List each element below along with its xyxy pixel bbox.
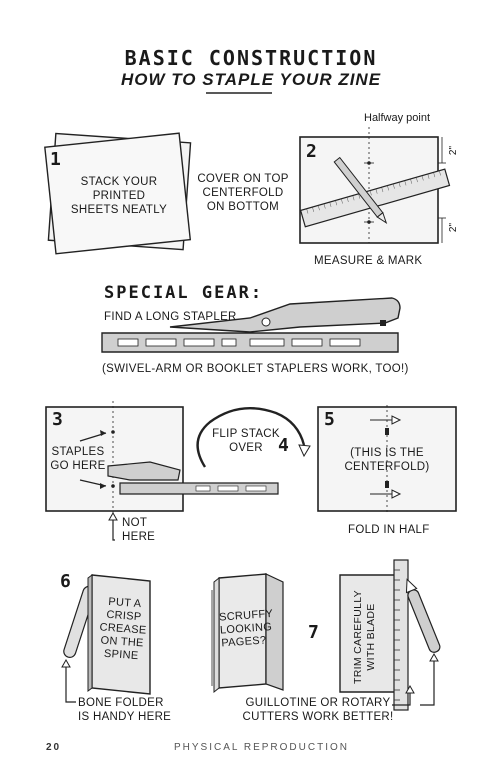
stapler-note: (SWIVEL-ARM OR BOOKLET STAPLERS WORK, TO… [102,363,409,375]
step-2-number: 2 [306,141,317,162]
bone-line: BONE FOLDER [78,697,164,709]
bone-folder-booklet-illustration [61,574,151,703]
measure-bottom-label: 2" [448,222,460,233]
cover-note-line: COVER ON TOP [197,173,289,185]
staples-line: STAPLES [51,446,105,458]
step-1-text: STACK YOUR PRINTED SHEETS NEATLY [64,175,174,217]
trim-blade-label: TRIM CAREFULLY WITH BLADE [352,582,382,692]
staple-here-illustration [45,401,279,541]
page-title: BASIC CONSTRUCTION [124,46,378,70]
flip-stack-label: FLIP STACK OVER [210,427,282,455]
sheet-stack-illustration [44,132,192,255]
centerfold-line: (THIS IS THE [350,447,424,459]
page-number: 20 [46,742,62,753]
guillotine-line: GUILLOTINE OR ROTARY [245,697,391,709]
step-1-line: STACK YOUR [80,176,158,188]
staples-go-here: STAPLES GO HERE [50,445,106,473]
measure-top-label: 2" [448,145,460,156]
scruffy-booklet-illustration [211,573,284,694]
step-1-line: SHEETS NEATLY [70,204,168,216]
long-stapler-illustration [101,297,401,353]
step-7-number: 7 [308,622,319,643]
cover-note: COVER ON TOP CENTERFOLD ON BOTTOM [190,172,296,214]
not-here-line: HERE [122,531,156,543]
subtitle-suffix: YOUR ZINE [279,70,382,89]
halfway-label: Halfway point [364,112,431,124]
subtitle-staple-word: STAPLE [202,70,275,89]
crisp-crease-label: PUT A CRISP CREASE ON THE SPINE [94,595,152,664]
scruffy-pages-label: SCRUFFY LOOKING PAGES? [219,608,274,650]
fold-in-half-caption: FOLD IN HALF [348,524,430,536]
section-name: PHYSICAL REPRODUCTION [174,742,349,753]
trim-illustration [339,559,441,711]
centerfold-label: (THIS IS THE CENTERFOLD) [334,446,440,474]
subtitle-prefix: HOW TO [120,70,197,89]
staples-line: GO HERE [50,460,106,472]
cover-note-line: CENTERFOLD [202,187,284,199]
guillotine-label: GUILLOTINE OR ROTARY CUTTERS WORK BETTER… [240,696,396,724]
flip-line: OVER [229,442,263,454]
measure-illustration [299,127,451,244]
step-5-number: 5 [324,409,335,430]
special-gear-title: SPECIAL GEAR: [104,283,264,303]
guillotine-line: CUTTERS WORK BETTER! [242,711,394,723]
bone-line: IS HANDY HERE [78,711,172,723]
measure-mark-caption: MEASURE & MARK [314,255,423,267]
flip-arrow-illustration [196,407,311,468]
trim-line: TRIM CAREFULLY [352,590,364,684]
cover-note-line: ON BOTTOM [206,201,280,213]
trim-line: WITH BLADE [365,603,377,671]
not-here-label: NOT HERE [122,516,155,544]
step-3-number: 3 [52,409,63,430]
page-subtitle: HOW TO STAPLE YOUR ZINE [0,70,502,90]
step-1-line: PRINTED [92,190,146,202]
step-6-number: 6 [60,571,71,592]
flip-line: FLIP STACK [212,428,280,440]
not-here-line: NOT [122,517,148,529]
find-stapler-label: FIND A LONG STAPLER [104,311,237,323]
step-1-number: 1 [50,149,61,170]
centerfold-line: CENTERFOLD) [344,461,430,473]
step-4-number: 4 [278,435,289,456]
bone-folder-label: BONE FOLDER IS HANDY HERE [78,696,171,724]
centerfold-illustration [317,405,457,513]
